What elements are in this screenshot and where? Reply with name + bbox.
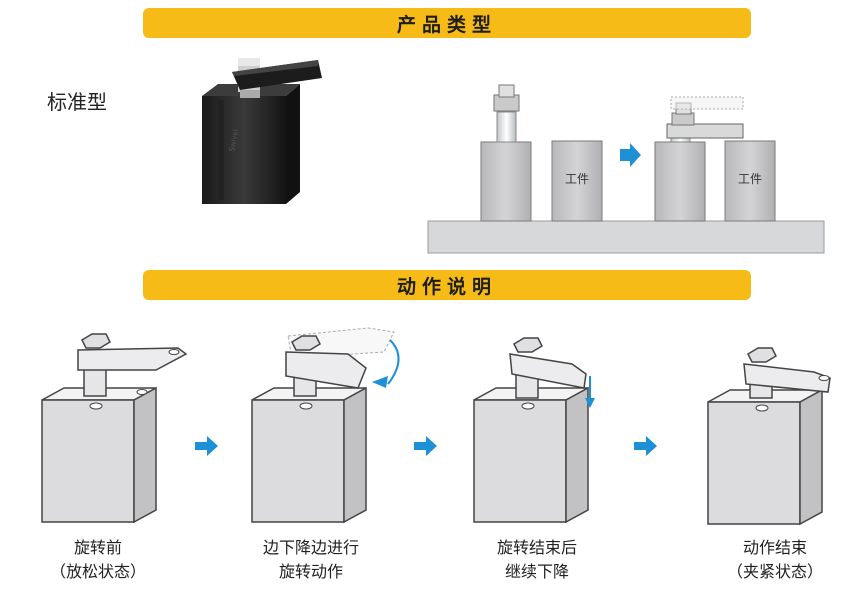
- workpiece-label: 工件: [565, 172, 589, 186]
- step-caption-4: 动作结束 （夹紧状态）: [690, 536, 860, 584]
- step-caption-line: 旋转结束后: [496, 538, 577, 557]
- step-caption-1: 旋转前 （放松状态）: [13, 536, 183, 584]
- section-banner-operation: 动作说明: [143, 270, 751, 300]
- step-illustration-rotating-descending: [251, 327, 400, 524]
- svg-text:Swivel: Swivel: [228, 129, 240, 153]
- step-illustration-continue-descending: [473, 337, 595, 524]
- product-type-label: 标准型: [47, 90, 107, 114]
- step-caption-3: 旋转结束后 继续下降: [452, 536, 622, 584]
- clamping-diagram-top: 工件 工件: [427, 84, 825, 254]
- section-title: 动作说明: [396, 275, 497, 298]
- step-caption-line: 继续下降: [504, 562, 569, 581]
- section-title: 产品类型: [396, 13, 497, 36]
- section-banner-product-type: 产品类型: [143, 8, 751, 38]
- step-caption-line: 动作结束: [742, 538, 807, 557]
- step-caption-line: 旋转前: [73, 538, 122, 557]
- arrow-right-icon: [195, 436, 218, 456]
- step-caption-line: 边下降边进行: [262, 538, 359, 557]
- arrow-right-icon: [414, 436, 437, 456]
- arrow-right-icon: [620, 143, 641, 167]
- step-caption-line: 旋转动作: [278, 562, 343, 581]
- arrow-right-icon: [634, 436, 657, 456]
- step-illustration-clamped: [707, 347, 831, 526]
- step-caption-2: 边下降边进行 旋转动作: [226, 536, 396, 584]
- clamp-product-image: Swivel: [202, 58, 322, 204]
- workpiece-label: 工件: [738, 172, 762, 186]
- step-illustration-before-rotation: [41, 333, 188, 524]
- step-caption-line: （放松状态）: [49, 562, 146, 581]
- step-caption-line: （夹紧状态）: [726, 562, 823, 581]
